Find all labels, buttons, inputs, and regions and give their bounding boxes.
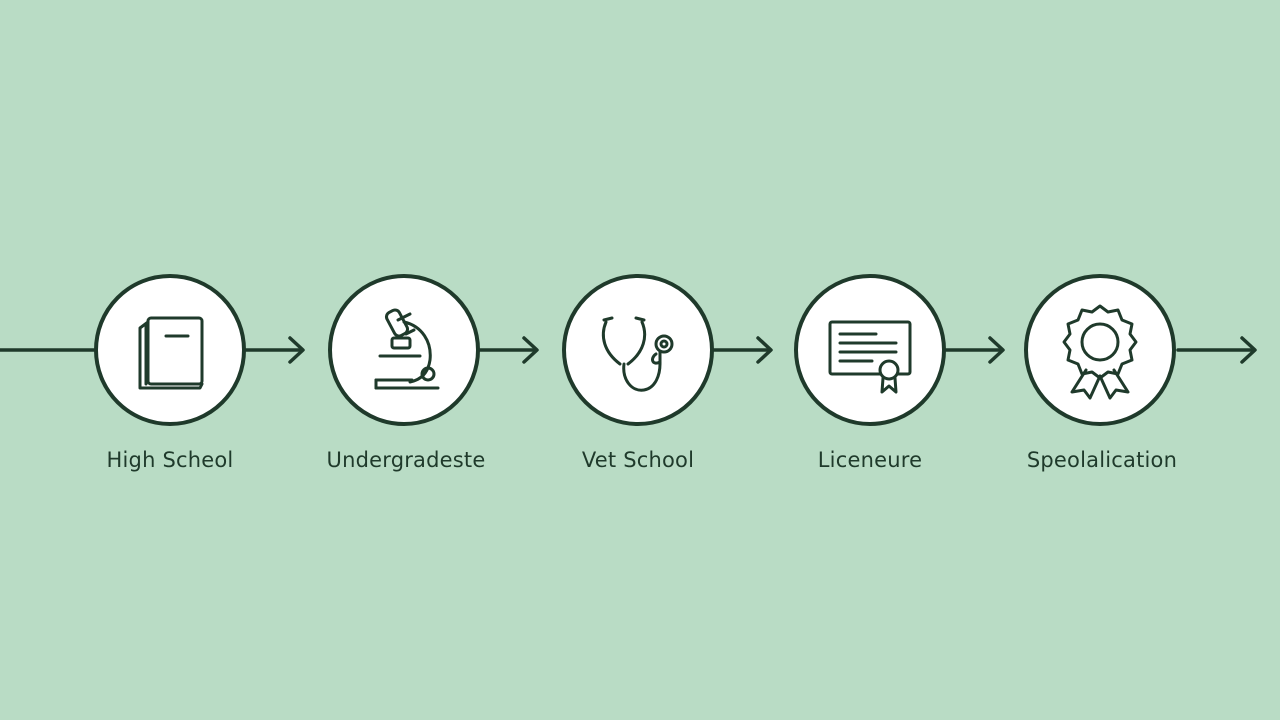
connector-arrow-end xyxy=(1176,336,1257,364)
step-label-undergraduate: Undergradeste xyxy=(326,448,486,472)
step-label-vet-school: Vet School xyxy=(581,448,695,472)
certificate-icon xyxy=(828,320,912,394)
stethoscope-icon xyxy=(601,316,674,392)
microscope-icon xyxy=(374,308,440,390)
book-icon xyxy=(138,316,204,390)
step-label-specialization: Speolalication xyxy=(1026,448,1178,472)
step-circle-4 xyxy=(794,274,946,426)
connector-arrow-1 xyxy=(244,336,305,364)
connector-arrow-2 xyxy=(478,336,539,364)
connector-arrow-4 xyxy=(944,336,1005,364)
connector-arrow-3 xyxy=(712,336,773,364)
step-circle-3 xyxy=(562,274,714,426)
step-circle-5 xyxy=(1024,274,1176,426)
award-ribbon-icon xyxy=(1062,304,1138,400)
step-label-licensure: Liceneure xyxy=(817,448,923,472)
step-label-high-school: High Scheol xyxy=(106,448,234,472)
step-circle-2 xyxy=(328,274,480,426)
step-circle-1 xyxy=(94,274,246,426)
